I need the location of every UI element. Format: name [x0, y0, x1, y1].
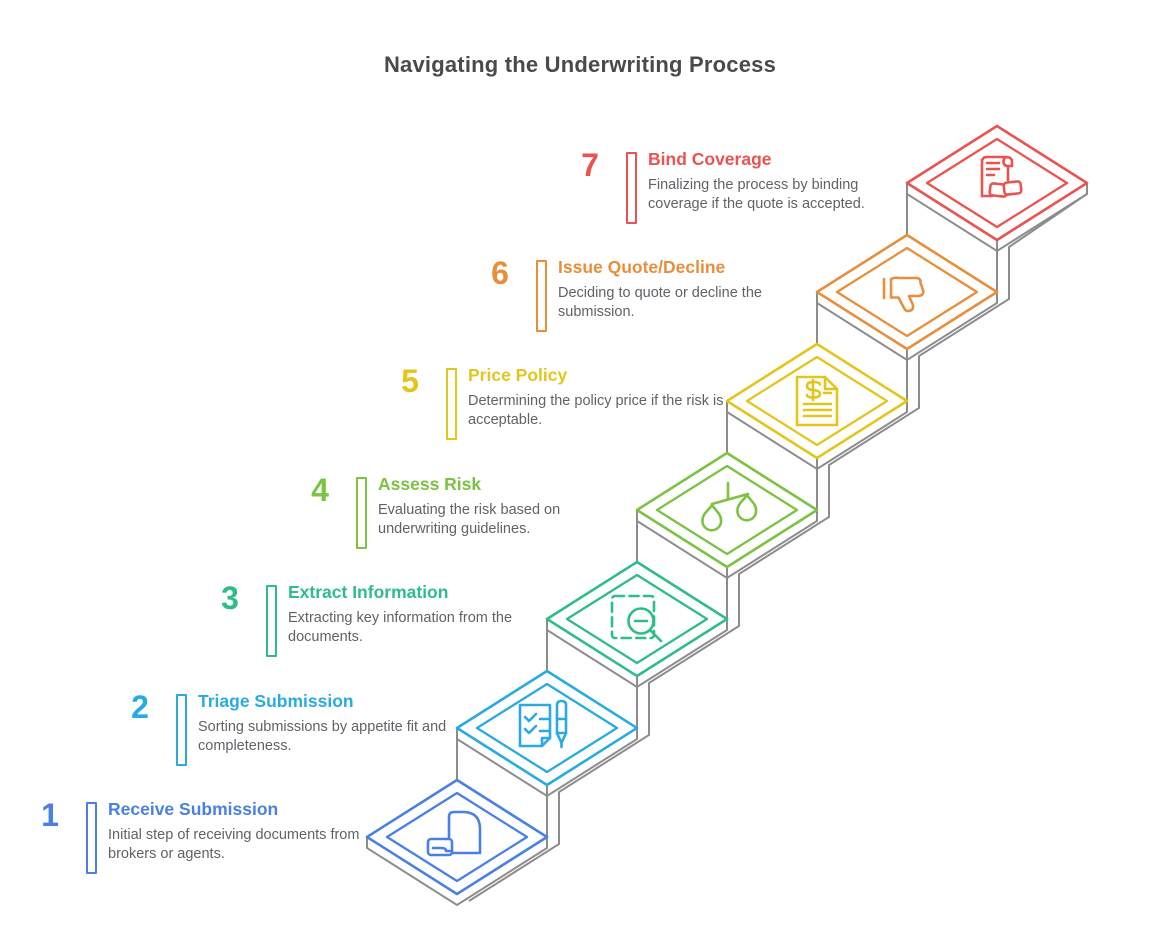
- risk-scale-icon: [701, 481, 758, 532]
- step-number: 7: [581, 147, 599, 183]
- step-number: 6: [491, 255, 509, 291]
- step-block-1: 1 Receive Submission Initial step of rec…: [28, 799, 368, 894]
- step-block-3: 3 Extract Information Extracting key inf…: [208, 582, 548, 677]
- step-5-platform: [725, 342, 909, 460]
- step-description: Sorting submissions by appetite fit and …: [198, 719, 447, 755]
- step-block-2: 2 Triage Submission Sorting submissions …: [118, 691, 458, 786]
- step-content: Bind Coverage Finalizing the process by …: [648, 149, 906, 215]
- step-description: Deciding to quote or decline the submiss…: [558, 285, 762, 321]
- step-block-5: 5 Price Policy Determining the policy pr…: [388, 365, 728, 460]
- staircase-right-silhouette: [468, 183, 1088, 902]
- step-content: Price Policy Determining the policy pric…: [468, 365, 726, 431]
- step-content: Assess Risk Evaluating the risk based on…: [378, 474, 636, 540]
- receive-document-icon: [426, 810, 482, 857]
- step-4-platform: [635, 451, 819, 569]
- step-1-platform: [365, 778, 549, 896]
- step-number: 1: [41, 797, 59, 833]
- step-content: Triage Submission Sorting submissions by…: [198, 691, 456, 757]
- step-block-4: 4 Assess Risk Evaluating the risk based …: [298, 474, 638, 569]
- checklist-pen-icon: [518, 699, 568, 749]
- step-content: Extract Information Extracting key infor…: [288, 582, 546, 648]
- step-accent-bar: [176, 694, 187, 766]
- step-title: Assess Risk: [378, 474, 482, 494]
- step-wall-lines: [726, 401, 818, 510]
- step-block-6: 6 Issue Quote/Decline Deciding to quote …: [478, 257, 818, 352]
- step-number: 4: [311, 472, 329, 508]
- priced-document-icon: [795, 375, 839, 427]
- step-3-platform: [545, 560, 729, 678]
- extract-search-icon: [610, 594, 663, 643]
- step-number: 3: [221, 580, 239, 616]
- thumbs-down-icon: [882, 276, 925, 313]
- step-title: Receive Submission: [108, 799, 279, 819]
- step-accent-bar: [356, 477, 367, 549]
- step-wall-lines: [816, 292, 908, 401]
- step-description: Evaluating the risk based on underwritin…: [378, 502, 561, 538]
- step-description: Initial step of receiving documents from…: [108, 827, 360, 863]
- step-title: Issue Quote/Decline: [558, 257, 726, 277]
- step-number: 5: [401, 363, 419, 399]
- step-title: Price Policy: [468, 365, 568, 385]
- step-wall-lines: [636, 510, 728, 619]
- step-block-7: 7 Bind Coverage Finalizing the process b…: [568, 149, 908, 244]
- step-accent-bar: [446, 368, 457, 440]
- step-description: Finalizing the process by binding covera…: [648, 177, 865, 213]
- step-wall-lines: [456, 728, 548, 837]
- step-wall-lines: [546, 619, 638, 728]
- step-description: Determining the policy price if the risk…: [468, 393, 724, 429]
- contract-handshake-icon: [980, 155, 1023, 198]
- step-wall-lines: [906, 183, 998, 292]
- step-accent-bar: [86, 802, 97, 874]
- step-content: Receive Submission Initial step of recei…: [108, 799, 366, 865]
- step-title: Triage Submission: [198, 691, 354, 711]
- step-accent-bar: [266, 585, 277, 657]
- step-number: 2: [131, 689, 149, 725]
- page-title: Navigating the Underwriting Process: [383, 52, 777, 77]
- step-content: Issue Quote/Decline Deciding to quote or…: [558, 257, 816, 323]
- step-7-platform: [905, 124, 1089, 242]
- step-2-platform: [455, 669, 639, 787]
- step-title: Extract Information: [288, 582, 449, 602]
- step-description: Extracting key information from the docu…: [288, 610, 513, 646]
- step-slab: [366, 837, 548, 907]
- step-accent-bar: [626, 152, 637, 224]
- step-accent-bar: [536, 260, 547, 332]
- step-title: Bind Coverage: [648, 149, 772, 169]
- step-6-platform: [815, 233, 999, 351]
